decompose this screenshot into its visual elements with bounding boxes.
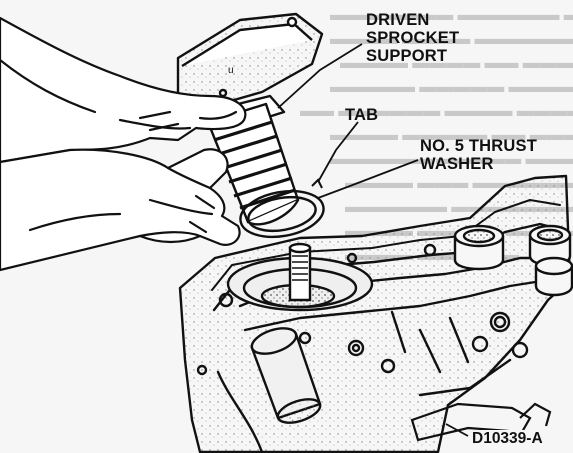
callout-line-1: DRIVEN bbox=[366, 11, 430, 29]
callout-line-2: WASHER bbox=[420, 155, 494, 173]
callout-thrust-washer: NO. 5 THRUST WASHER bbox=[420, 137, 537, 173]
callout-line-2: SPROCKET bbox=[366, 29, 460, 47]
leader-lines bbox=[277, 43, 469, 437]
hands bbox=[0, 16, 247, 272]
case-tube bbox=[250, 327, 322, 424]
callout-tab: TAB bbox=[345, 106, 379, 124]
case-cylinders bbox=[453, 224, 573, 297]
thrust-washer bbox=[239, 178, 325, 239]
leader-figure-id bbox=[445, 423, 469, 437]
callout-driven-sprocket-support: DRIVEN SPROCKET SUPPORT bbox=[366, 11, 459, 65]
callout-line-3: SUPPORT bbox=[366, 47, 448, 65]
svg-text:u: u bbox=[228, 65, 234, 76]
mount-bracket bbox=[410, 402, 552, 442]
figure-id-label: D10339-A bbox=[470, 430, 545, 448]
output-shaft bbox=[288, 242, 312, 302]
transmission-case bbox=[178, 174, 572, 453]
leader-tab bbox=[317, 121, 359, 183]
leader-driven-sprocket-support bbox=[277, 43, 363, 109]
leader-thrust-washer bbox=[317, 159, 419, 199]
callout-line-1: NO. 5 THRUST bbox=[420, 137, 537, 155]
